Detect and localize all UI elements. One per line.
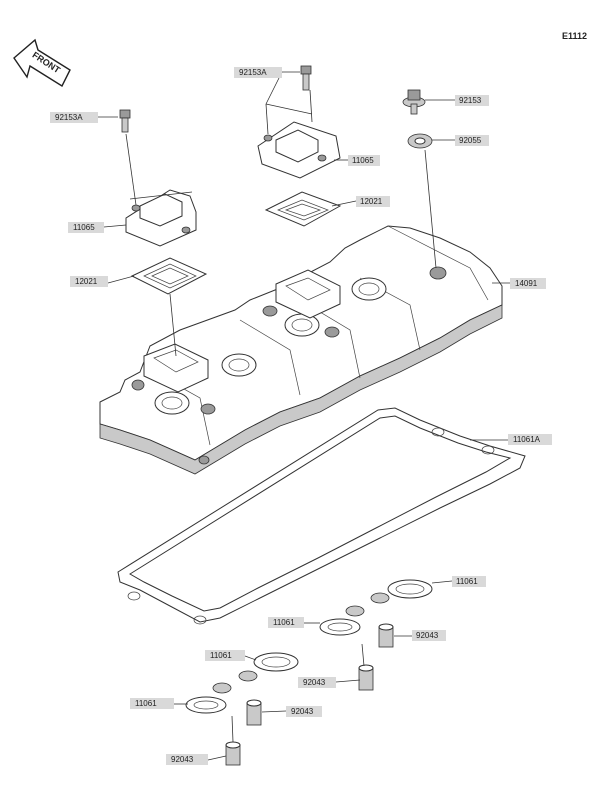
front-arrow-icon: FRONT (13, 38, 71, 88)
reed-valve-cover-left (125, 189, 197, 247)
part-label-11061-a: 11061 (452, 576, 486, 587)
part-label-11065-left: 11065 (68, 222, 104, 233)
part-label-12021-right: 12021 (356, 196, 390, 207)
label-text: 11061 (273, 618, 295, 627)
label-text: 92043 (171, 755, 194, 764)
small-gasket-a (370, 579, 433, 604)
part-label-11065-right: 11065 (348, 155, 380, 166)
label-text: 11061 (456, 577, 478, 586)
small-gasket-c (238, 652, 299, 682)
label-text: 92153A (55, 113, 83, 122)
diagram-id: E1112 (562, 31, 588, 41)
label-text: 92043 (416, 631, 439, 640)
part-label-92043-a: 92043 (412, 630, 446, 641)
part-label-92153a-top: 92153A (234, 67, 282, 78)
label-text: 11065 (352, 156, 374, 165)
label-text: 11061 (135, 699, 157, 708)
part-label-92153a-left: 92153A (50, 112, 98, 123)
label-text: 92043 (303, 678, 326, 687)
reed-plate-left (130, 257, 208, 295)
part-label-92153: 92153 (455, 95, 489, 106)
part-label-11061-c: 11061 (205, 650, 245, 661)
part-label-11061-b: 11061 (268, 617, 304, 628)
part-label-14091: 14091 (510, 278, 546, 289)
cylinder-head-cover (99, 225, 503, 475)
label-text: 11061 (210, 651, 232, 660)
part-label-12021-left: 12021 (70, 276, 108, 287)
cover-gasket (117, 407, 526, 625)
dowel-d (225, 741, 241, 766)
dowel-a (378, 623, 394, 648)
part-label-92043-d: 92043 (166, 754, 208, 765)
label-text: 11065 (73, 223, 95, 232)
part-label-92043-c: 92043 (286, 706, 322, 717)
label-text: 92153 (459, 96, 482, 105)
dowel-b (358, 664, 374, 691)
small-gasket-d (185, 682, 232, 714)
small-gasket-b (319, 605, 365, 636)
label-text: 92055 (459, 136, 482, 145)
label-text: 92153A (239, 68, 267, 77)
part-label-11061-d: 11061 (130, 698, 174, 709)
reed-valve-cover-right (257, 121, 341, 179)
label-text: 12021 (360, 197, 383, 206)
dowel-c (246, 699, 262, 726)
bolt-92153a-left (119, 109, 131, 133)
leader-lines (98, 71, 510, 761)
part-label-92055: 92055 (455, 135, 489, 146)
label-text: 11061A (513, 435, 541, 444)
washer-92055 (407, 133, 433, 149)
label-text: 92043 (291, 707, 314, 716)
part-label-11061a: 11061A (508, 434, 552, 445)
reed-plate-right (264, 191, 342, 227)
label-text: 14091 (515, 279, 538, 288)
part-label-92043-b: 92043 (298, 677, 336, 688)
label-text: 12021 (75, 277, 98, 286)
bolt-92153a-top (300, 65, 312, 91)
bolt-92153 (402, 89, 426, 115)
